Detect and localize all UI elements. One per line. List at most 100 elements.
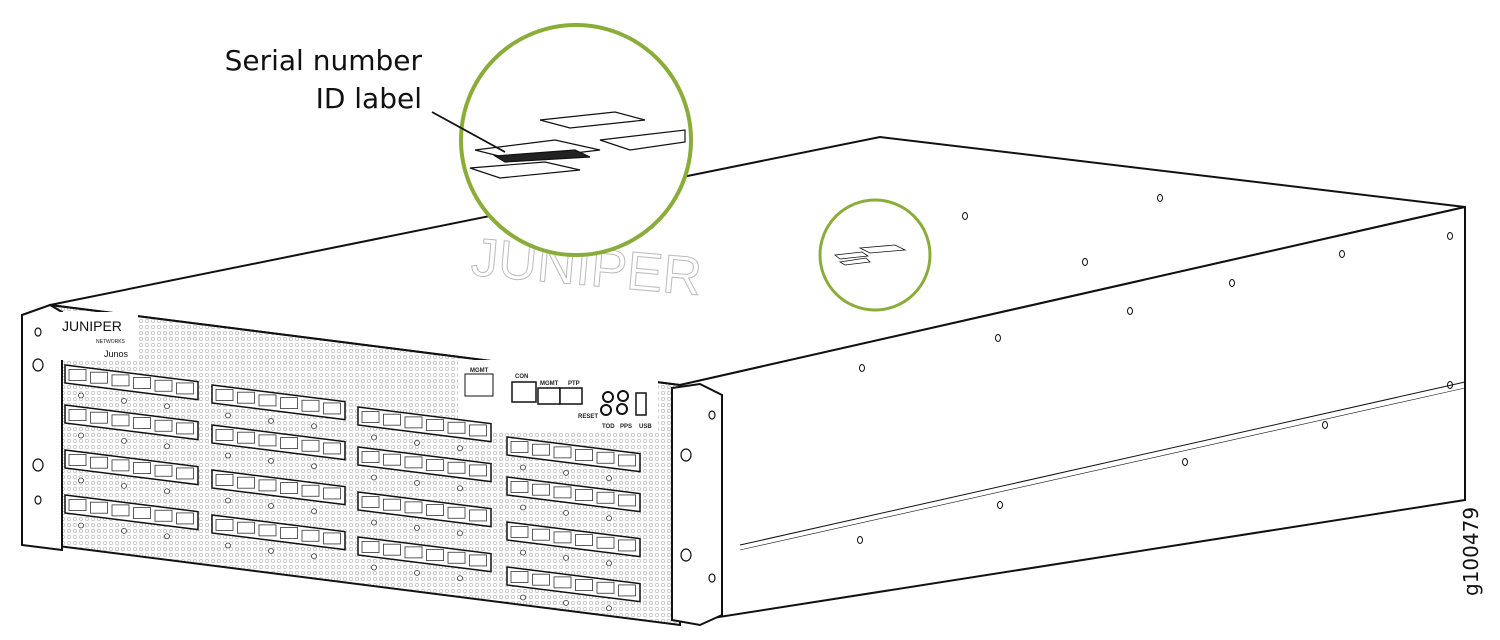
port[interactable] xyxy=(258,524,277,537)
port[interactable] xyxy=(361,451,380,463)
port[interactable] xyxy=(404,456,423,469)
port[interactable] xyxy=(323,532,341,545)
port[interactable] xyxy=(575,534,593,546)
port[interactable] xyxy=(404,416,423,429)
port[interactable] xyxy=(447,551,466,564)
port[interactable] xyxy=(176,382,194,395)
port[interactable] xyxy=(215,429,234,441)
port[interactable] xyxy=(68,499,87,511)
port[interactable] xyxy=(575,449,593,461)
port[interactable] xyxy=(215,389,234,401)
port[interactable] xyxy=(237,521,255,534)
port[interactable] xyxy=(237,391,255,404)
port[interactable] xyxy=(469,464,487,477)
ptp-sfp-port[interactable] xyxy=(559,387,583,405)
port[interactable] xyxy=(510,571,529,583)
port[interactable] xyxy=(111,504,130,517)
port[interactable] xyxy=(301,399,320,412)
port[interactable] xyxy=(68,369,87,381)
port[interactable] xyxy=(280,437,298,449)
port[interactable] xyxy=(596,491,615,504)
port[interactable] xyxy=(469,554,487,567)
port[interactable] xyxy=(553,446,572,459)
mgmt-sfp-port[interactable] xyxy=(537,387,561,405)
port[interactable] xyxy=(361,411,380,423)
port[interactable] xyxy=(280,527,298,539)
usb-port[interactable] xyxy=(635,392,647,416)
port[interactable] xyxy=(532,443,550,456)
port[interactable] xyxy=(532,573,550,586)
port[interactable] xyxy=(133,462,151,474)
port[interactable] xyxy=(111,414,130,427)
port[interactable] xyxy=(258,479,277,492)
port[interactable] xyxy=(596,581,615,594)
port[interactable] xyxy=(361,496,380,508)
port[interactable] xyxy=(237,476,255,489)
port[interactable] xyxy=(90,411,108,424)
port[interactable] xyxy=(618,539,636,552)
port[interactable] xyxy=(553,531,572,544)
port[interactable] xyxy=(618,584,636,597)
port[interactable] xyxy=(154,419,173,432)
port[interactable] xyxy=(215,474,234,486)
port[interactable] xyxy=(133,507,151,519)
port[interactable] xyxy=(596,536,615,549)
port[interactable] xyxy=(301,484,320,497)
port[interactable] xyxy=(510,481,529,493)
port[interactable] xyxy=(323,487,341,500)
port[interactable] xyxy=(154,379,173,392)
port[interactable] xyxy=(447,421,466,434)
port[interactable] xyxy=(301,439,320,452)
port[interactable] xyxy=(532,483,550,496)
port[interactable] xyxy=(280,397,298,409)
port[interactable] xyxy=(111,374,130,387)
port[interactable] xyxy=(215,519,234,531)
port[interactable] xyxy=(258,434,277,447)
port[interactable] xyxy=(323,402,341,415)
port[interactable] xyxy=(532,528,550,541)
port[interactable] xyxy=(404,546,423,559)
port[interactable] xyxy=(361,541,380,553)
port[interactable] xyxy=(383,498,401,511)
port[interactable] xyxy=(447,506,466,519)
port[interactable] xyxy=(176,467,194,480)
mgmt-port[interactable] xyxy=(464,373,494,397)
port[interactable] xyxy=(596,451,615,464)
port[interactable] xyxy=(280,482,298,494)
port[interactable] xyxy=(154,509,173,522)
port[interactable] xyxy=(68,454,87,466)
port[interactable] xyxy=(510,441,529,453)
port[interactable] xyxy=(575,579,593,591)
port[interactable] xyxy=(237,431,255,444)
port[interactable] xyxy=(133,417,151,429)
port[interactable] xyxy=(90,501,108,514)
port[interactable] xyxy=(383,543,401,556)
port[interactable] xyxy=(68,409,87,421)
port[interactable] xyxy=(301,529,320,542)
port[interactable] xyxy=(553,486,572,499)
port[interactable] xyxy=(133,377,151,389)
port[interactable] xyxy=(111,459,130,472)
port[interactable] xyxy=(575,489,593,501)
port[interactable] xyxy=(176,422,194,435)
port[interactable] xyxy=(383,413,401,426)
port[interactable] xyxy=(426,419,444,431)
port[interactable] xyxy=(176,512,194,525)
bnc-connectors[interactable] xyxy=(600,390,629,416)
port[interactable] xyxy=(618,494,636,507)
console-port[interactable] xyxy=(511,381,537,403)
port[interactable] xyxy=(469,424,487,437)
port[interactable] xyxy=(426,504,444,516)
port[interactable] xyxy=(404,501,423,514)
port[interactable] xyxy=(469,509,487,522)
port[interactable] xyxy=(618,454,636,467)
port[interactable] xyxy=(383,453,401,466)
port[interactable] xyxy=(553,576,572,589)
port[interactable] xyxy=(510,526,529,538)
port[interactable] xyxy=(154,464,173,477)
port[interactable] xyxy=(426,459,444,471)
port[interactable] xyxy=(323,442,341,455)
port[interactable] xyxy=(90,371,108,384)
port[interactable] xyxy=(426,549,444,561)
port[interactable] xyxy=(447,461,466,474)
